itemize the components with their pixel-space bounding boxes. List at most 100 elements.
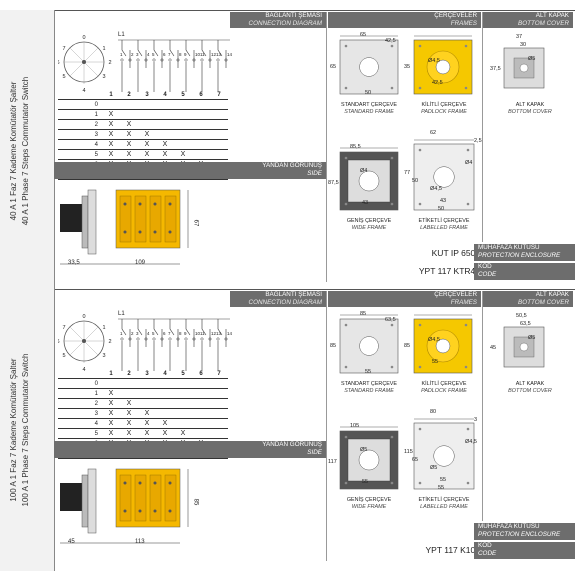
step-number: 2 — [58, 119, 102, 130]
pad-d: Ø4,5 — [428, 337, 440, 343]
side-view-title: YANDAN GÖRÜNÜŞ — [262, 441, 322, 448]
kod-title: KOD — [478, 263, 492, 270]
lab-h: 115 — [404, 449, 413, 455]
enclosure-title: MUHAFAZA KUTUSU — [478, 523, 540, 530]
dial-label: 5 — [62, 74, 65, 80]
step-number: 0 — [58, 99, 102, 110]
enclosure-title: MUHAFAZA KUTUSU — [478, 244, 540, 251]
std-h: 65 — [330, 64, 337, 70]
contact-cell — [210, 149, 228, 160]
table-row: 0 — [58, 99, 228, 110]
dial-label: 5 — [62, 353, 65, 359]
contact-cell — [192, 398, 210, 409]
column-header: 3 — [138, 90, 156, 100]
labelled-frame-caption-en: LABELLED FRAME — [420, 503, 468, 510]
contact-cell: X — [138, 139, 156, 150]
contact-cell — [192, 418, 210, 429]
dial-label: 0 — [82, 35, 85, 41]
contact-cell — [210, 378, 228, 389]
contact-cell — [210, 139, 228, 150]
contact-cell — [192, 149, 210, 160]
alt-kapak-caption-tr: ALT KAPAK — [515, 381, 545, 387]
enclosure-title-en: PROTECTION ENCLOSURE — [478, 531, 561, 538]
wide-b: 43 — [362, 200, 369, 206]
column-header: 7 — [210, 90, 228, 100]
contact-cell — [174, 109, 192, 120]
wide-w: 85,5 — [350, 144, 361, 150]
lab-w: 80 — [430, 409, 437, 415]
step-number: 4 — [58, 139, 102, 150]
step-number: 3 — [58, 408, 102, 419]
contact-cell: X — [102, 149, 120, 160]
column-header: 7 — [210, 369, 228, 379]
svg-text:6: 6 — [163, 52, 166, 57]
svg-text:8: 8 — [179, 331, 182, 336]
standard-frame-drawing — [339, 314, 399, 374]
title-en: 40 A 1 Phase 7 Steps Commutator Switch — [21, 76, 30, 226]
contact-cell — [210, 408, 228, 419]
svg-text:2: 2 — [131, 52, 134, 57]
enclosure-title-en: PROTECTION ENCLOSURE — [478, 252, 561, 259]
column-header: 5 — [174, 90, 192, 100]
lab-t: 2,5 — [474, 138, 482, 144]
svg-text:7: 7 — [168, 52, 171, 57]
connection-title-en: CONNECTION DIAGRAM — [248, 298, 322, 306]
dim-h: 85 — [192, 498, 199, 506]
dim-a: 45 — [68, 539, 75, 545]
contact-cell — [138, 378, 156, 389]
contact-cell: X — [120, 129, 138, 140]
column-header: 4 — [156, 90, 174, 100]
contact-cell — [156, 388, 174, 399]
contact-cell — [174, 408, 192, 419]
svg-text:13: 13 — [216, 52, 222, 57]
contact-cell — [156, 378, 174, 389]
labelled-frame-caption-en: LABELLED FRAME — [420, 224, 468, 231]
contact-cell — [156, 119, 174, 130]
svg-text:6: 6 — [163, 331, 166, 336]
side-view-drawing — [60, 468, 189, 544]
contact-cell — [156, 129, 174, 140]
contact-cell — [192, 428, 210, 439]
contact-cell — [156, 109, 174, 120]
lab-w: 62 — [430, 130, 437, 136]
side-view-title-en: SIDE — [307, 170, 322, 177]
row-label-col — [58, 369, 102, 379]
contact-cell: X — [156, 139, 174, 150]
padlock-frame-caption-en: PADLOCK FRAME — [421, 387, 467, 394]
title-en: 100 A 1 Phase 7 Steps Commutator Switch — [21, 353, 30, 507]
bottom-cover-drawing — [503, 47, 545, 89]
wide-frame-caption-tr: GENİŞ ÇERÇEVE — [346, 218, 392, 224]
standard-frame-caption-tr: STANDART ÇERÇEVE — [340, 381, 397, 387]
svg-text:7: 7 — [168, 331, 171, 336]
svg-text:11: 11 — [200, 52, 205, 57]
connection-title: BAĞLANTI ŞEMASI — [265, 12, 322, 19]
svg-text:2: 2 — [131, 331, 134, 336]
contact-cell: X — [120, 408, 138, 419]
enclosure-code: - — [400, 527, 480, 537]
contact-cell — [174, 129, 192, 140]
svg-text:13: 13 — [216, 331, 222, 336]
panel-top-rule — [0, 10, 575, 11]
contact-cell — [120, 388, 138, 399]
contact-cell — [192, 408, 210, 419]
padlock-frame-caption-tr: KİLİTLİ ÇERÇEVE — [421, 381, 467, 387]
bottom-title-en: BOTTOM COVER — [518, 19, 569, 27]
lab-h2: 65 — [412, 457, 419, 463]
enclosure-code: KUT IP 6504 — [431, 248, 480, 258]
column-header: 4 — [156, 369, 174, 379]
contact-cell — [174, 418, 192, 429]
wide-d: Ø5 — [360, 447, 368, 453]
svg-text:1: 1 — [120, 331, 123, 336]
